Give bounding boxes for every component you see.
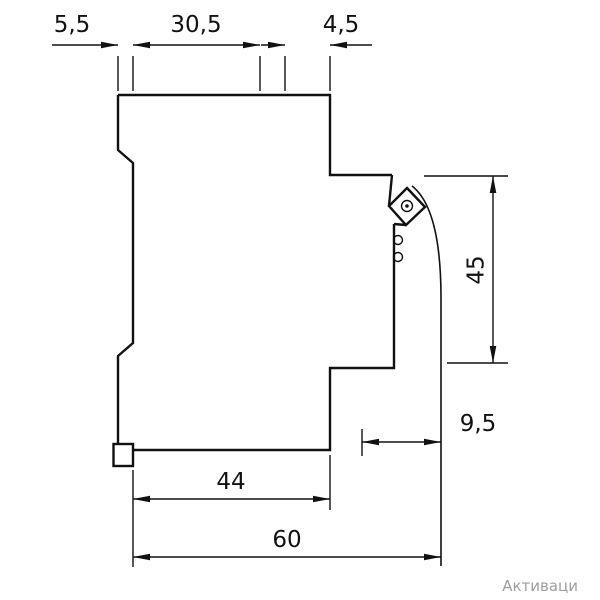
dimension-bottom-60: 60 [133, 527, 441, 561]
dimension-label: 45 [464, 255, 490, 284]
terminal-screw-center-dot [405, 204, 409, 208]
dimension-label: 5,5 [54, 12, 91, 38]
dimension-label: 60 [272, 527, 301, 553]
dimension-right-45: 45 [424, 175, 508, 364]
dimension-top-middle-30-5: 30,5 [133, 12, 261, 91]
dimension-middle-right-9-5: 9,5 [361, 411, 497, 456]
watermark-text: Активаци [502, 577, 578, 595]
dimension-bottom-44: 44 [132, 455, 331, 567]
dimension-label: 4,5 [323, 12, 360, 38]
terminal-screw-link-bottom [393, 222, 407, 227]
breaker-left-profile [116, 95, 135, 444]
rail-clip-foot [112, 442, 135, 468]
dimension-top-left-5-5: 5,5 [52, 12, 134, 91]
dimension-label: 30,5 [170, 12, 221, 38]
dimension-top-right-4-5: 4,5 [261, 12, 372, 91]
dimension-label: 9,5 [460, 411, 497, 437]
terminal-detail-circle-2 [392, 251, 404, 263]
breaker-bottom-right-profile [133, 224, 396, 452]
terminal-screw-hole [400, 199, 414, 213]
terminal-clearance-curve [411, 185, 442, 566]
terminal-screw-link-top [387, 174, 394, 207]
dimension-label: 44 [216, 469, 245, 495]
breaker-outline [112, 93, 442, 566]
terminal-detail-circle-1 [392, 234, 404, 246]
breaker-top-edge [118, 93, 392, 177]
